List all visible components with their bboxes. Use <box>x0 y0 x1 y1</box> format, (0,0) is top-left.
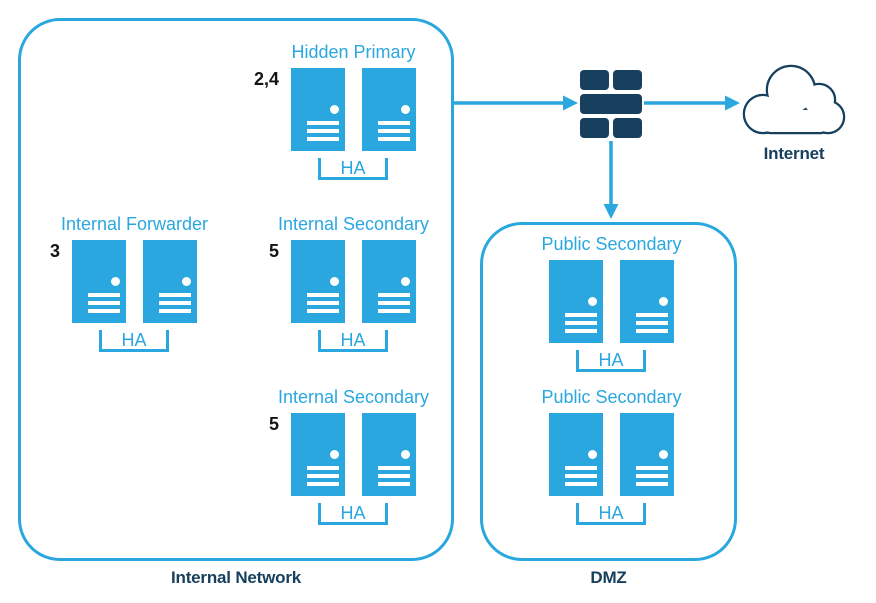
server-icon <box>291 240 345 323</box>
firewall-brick <box>580 70 609 90</box>
node-label: Internal Forwarder <box>60 214 209 234</box>
ha-label: HA <box>340 329 366 350</box>
firewall-brick <box>613 118 642 138</box>
node-number: 2,4 <box>253 69 279 89</box>
server-icon <box>291 413 345 496</box>
node-number: 5 <box>268 414 279 434</box>
dmz-label: DMZ <box>590 568 627 587</box>
server-icon <box>549 413 603 496</box>
server-led-icon <box>330 105 339 114</box>
server-led-icon <box>659 297 668 306</box>
server-led-icon <box>330 277 339 286</box>
server-led-icon <box>182 277 191 286</box>
node-internal-secondary-1: Internal Secondary 5 HA <box>269 214 429 352</box>
server-pair <box>291 240 416 323</box>
node-number: 5 <box>268 241 279 261</box>
server-led-icon <box>330 450 339 459</box>
ha-bracket: HA <box>318 158 388 180</box>
server-icon <box>362 240 416 323</box>
server-led-icon <box>401 450 410 459</box>
ha-bracket: HA <box>576 503 646 525</box>
node-label: Internal Secondary <box>277 214 430 234</box>
node-hidden-primary: Hidden Primary 2,4 HA <box>254 42 416 180</box>
ha-bracket: HA <box>318 503 388 525</box>
node-public-secondary-1: Public Secondary HA <box>541 234 682 372</box>
server-icon <box>362 68 416 151</box>
node-label: Public Secondary <box>541 234 682 254</box>
ha-bracket: HA <box>318 330 388 352</box>
firewall-brick <box>613 70 642 90</box>
node-internal-secondary-2: Internal Secondary 5 HA <box>269 387 429 525</box>
arrowhead-right-icon <box>563 95 578 111</box>
server-pair <box>291 413 416 496</box>
ha-label: HA <box>340 502 366 523</box>
server-led-icon <box>111 277 120 286</box>
server-led-icon <box>401 105 410 114</box>
ha-bracket: HA <box>99 330 169 352</box>
server-icon <box>143 240 197 323</box>
node-public-secondary-2: Public Secondary HA <box>541 387 682 525</box>
server-led-icon <box>588 450 597 459</box>
ha-bracket: HA <box>576 350 646 372</box>
server-led-icon <box>659 450 668 459</box>
server-led-icon <box>588 297 597 306</box>
internet-label: Internet <box>763 144 825 163</box>
node-label: Public Secondary <box>541 387 682 407</box>
cloud-icon <box>742 64 846 135</box>
server-icon <box>620 260 674 343</box>
internal-network-label: Internal Network <box>171 568 301 587</box>
ha-label: HA <box>598 502 624 523</box>
node-number: 3 <box>49 241 60 261</box>
firewall-brick <box>580 94 642 114</box>
server-pair <box>549 260 674 343</box>
server-icon <box>72 240 126 323</box>
ha-label: HA <box>340 157 366 178</box>
node-label: Internal Secondary <box>277 387 430 407</box>
dmz-zone <box>480 222 737 561</box>
server-led-icon <box>401 277 410 286</box>
server-pair <box>549 413 674 496</box>
server-pair <box>72 240 197 323</box>
server-icon <box>291 68 345 151</box>
firewall-icon <box>580 70 642 138</box>
server-pair <box>291 68 416 151</box>
server-icon <box>549 260 603 343</box>
firewall-brick <box>580 118 609 138</box>
node-label: Hidden Primary <box>291 42 416 62</box>
server-icon <box>620 413 674 496</box>
ha-label: HA <box>121 329 147 350</box>
server-icon <box>362 413 416 496</box>
ha-label: HA <box>598 349 624 370</box>
node-internal-forwarder: Internal Forwarder 3 HA <box>50 214 208 352</box>
arrowhead-down-icon <box>603 204 619 219</box>
